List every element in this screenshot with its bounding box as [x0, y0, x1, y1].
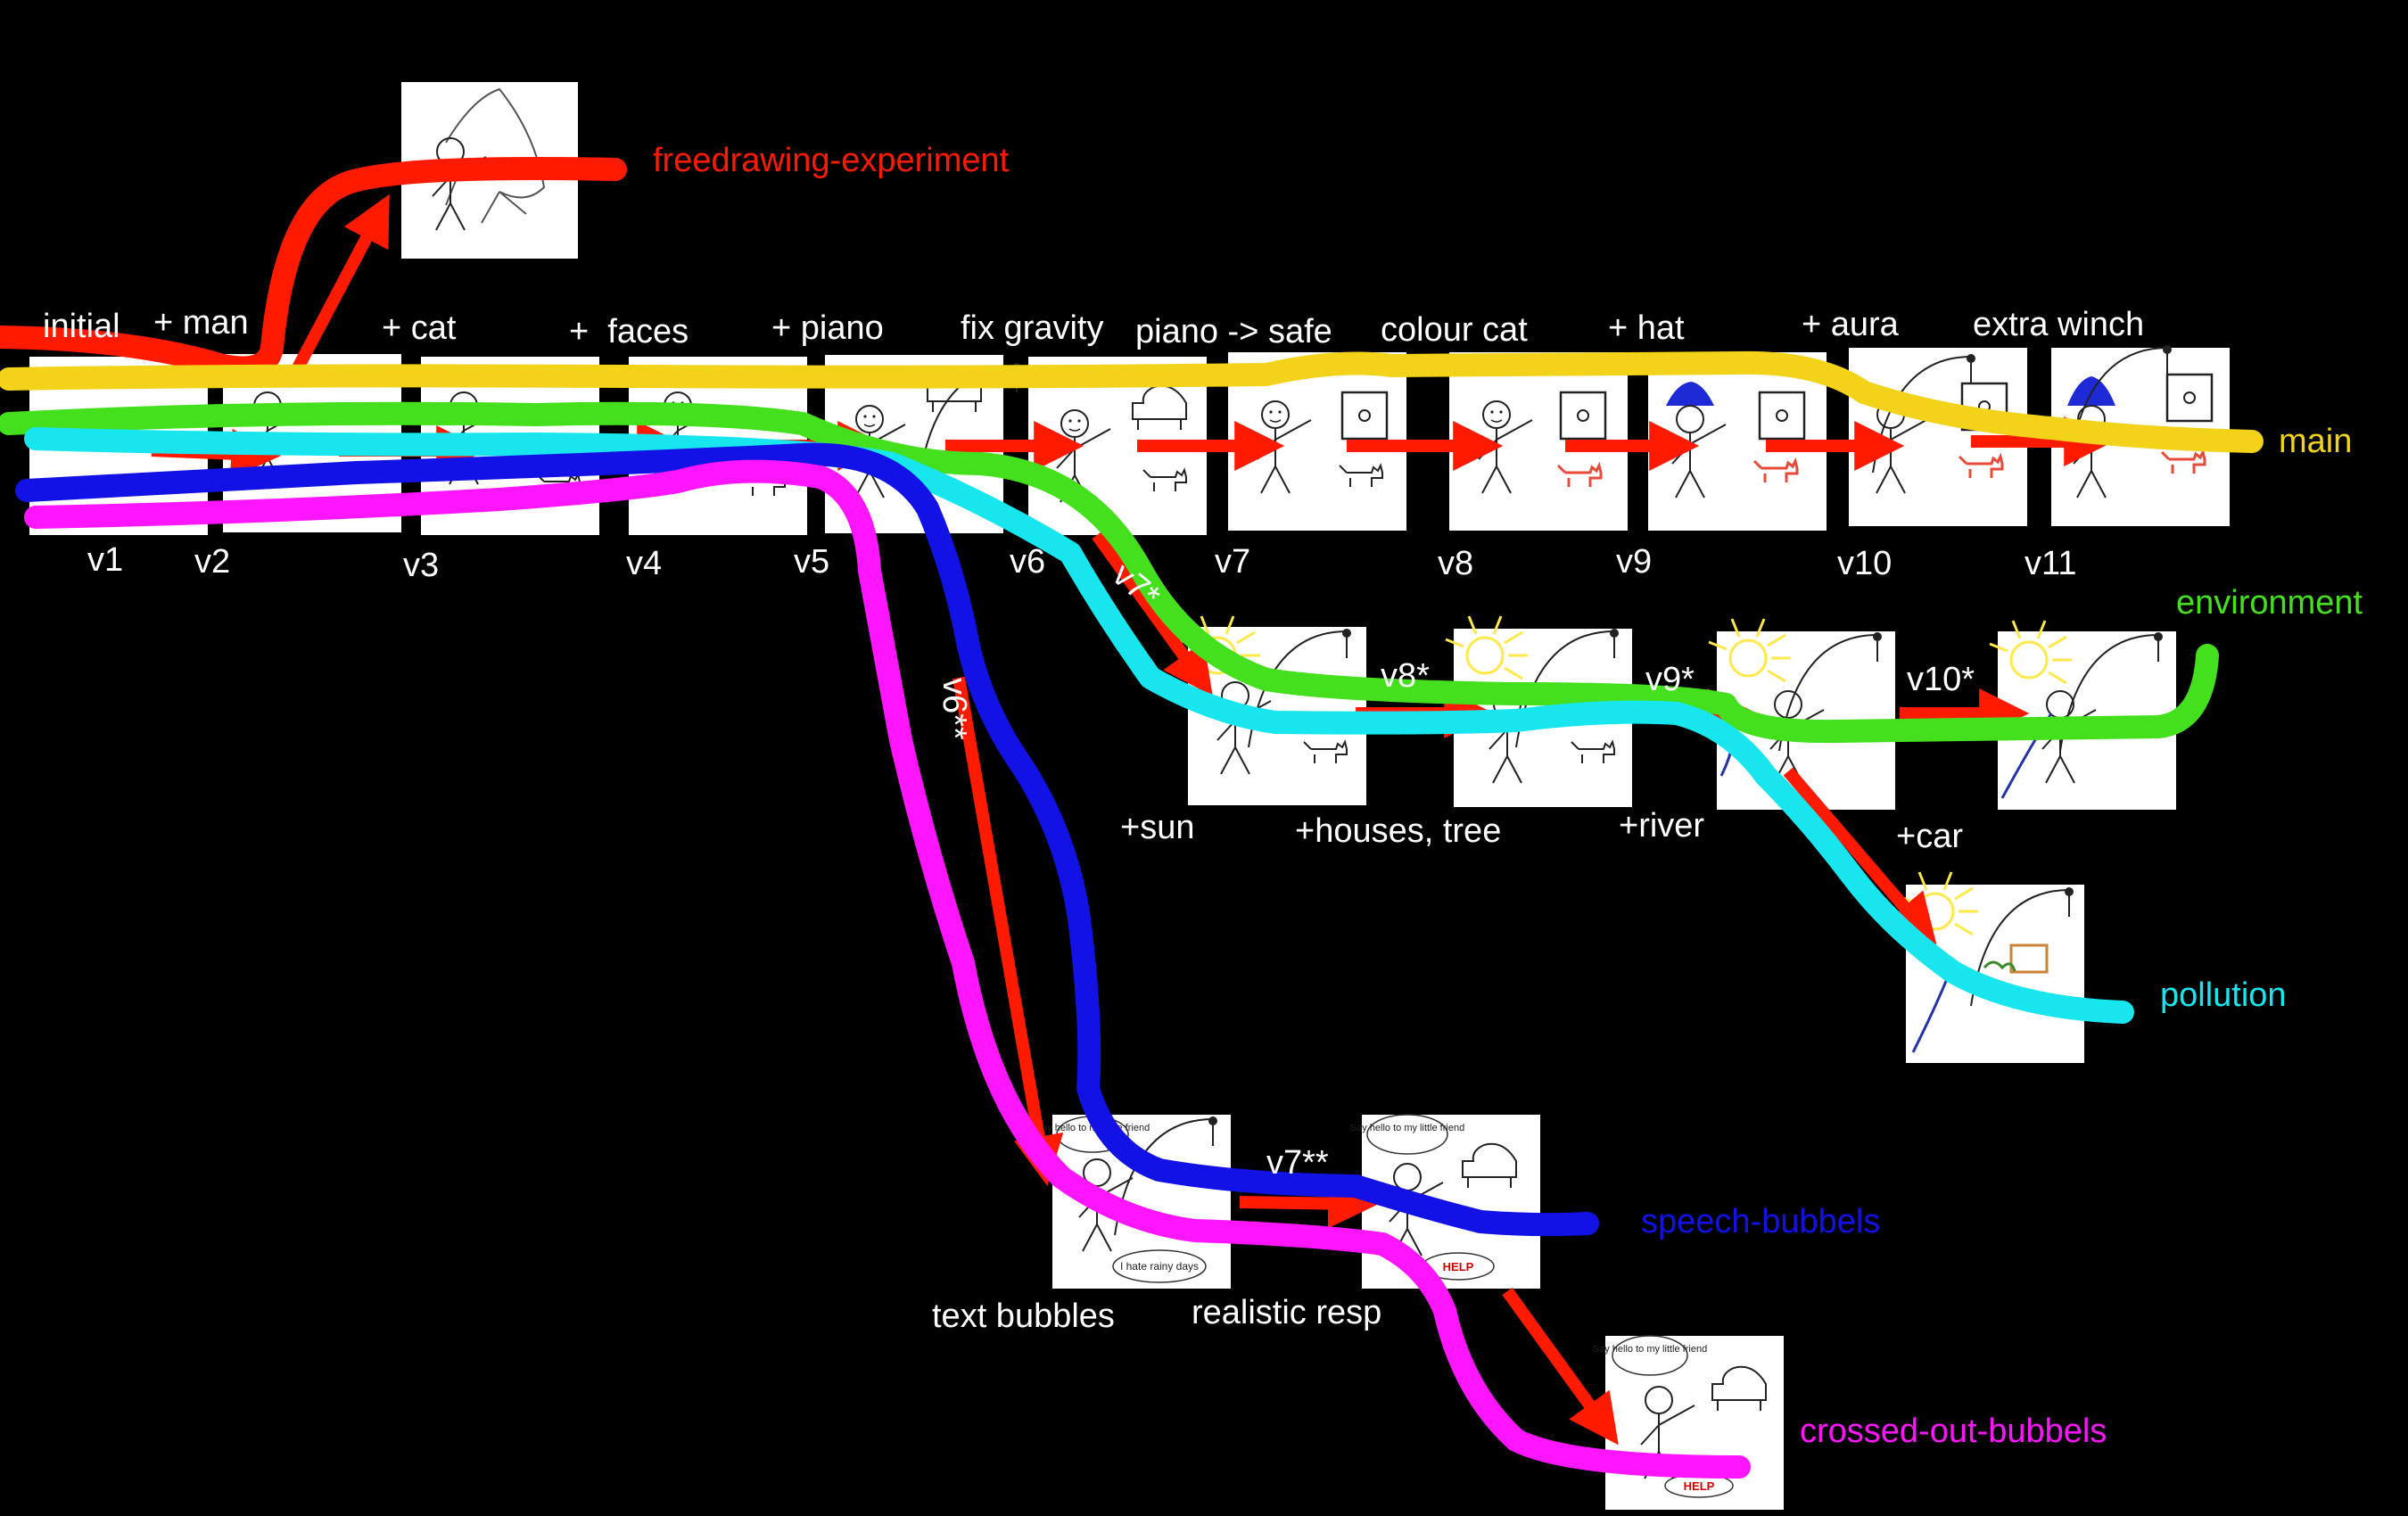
step-extra-winch: extra winch: [1973, 306, 2144, 343]
version-v10: v10: [1837, 545, 1892, 582]
tree-icon: [1983, 960, 2016, 972]
version-v10-star: v10*: [1907, 661, 1975, 698]
version-v6-doublestar: v6**: [936, 678, 973, 740]
version-v1: v1: [87, 541, 123, 579]
step-fix-gravity: fix gravity: [961, 309, 1103, 347]
version-v9: v9: [1616, 543, 1652, 581]
version-v7-doublestar: v7**: [1266, 1144, 1329, 1182]
crossed-line: [24, 459, 1751, 1479]
version-v4: v4: [626, 545, 662, 582]
step-houses-tree: +houses, tree: [1295, 812, 1501, 850]
label-crossed: crossed-out-bubbels: [1800, 1413, 2107, 1450]
branch-labels: freedrawing-experiment main environment …: [653, 142, 2363, 1450]
label-freedrawing: freedrawing-experiment: [653, 142, 1010, 179]
step-cat: + cat: [382, 309, 457, 347]
label-pollution: pollution: [2160, 976, 2287, 1014]
label-main: main: [2279, 423, 2352, 460]
bubble-help-2: HELP: [1684, 1479, 1715, 1493]
step-aura: + aura: [1802, 306, 1900, 343]
label-environment: environment: [2176, 584, 2363, 622]
step-labels: initial + man + cat + faces + piano fix …: [43, 304, 2144, 1335]
version-v7: v7: [1215, 543, 1250, 581]
version-v5: v5: [794, 543, 829, 581]
pollution-line: [24, 427, 2134, 1024]
step-realistic-resp: realistic resp: [1192, 1294, 1381, 1331]
environment-line: [0, 401, 2219, 744]
version-v6: v6: [1010, 543, 1045, 581]
step-faces: + faces: [569, 313, 689, 350]
branch-strokes: [0, 157, 2264, 1479]
version-v9-star: v9*: [1645, 661, 1695, 698]
bubble-hate-rain: I hate rainy days: [1120, 1260, 1199, 1273]
step-man: + man: [153, 304, 249, 342]
version-v8-star: v8*: [1381, 657, 1430, 695]
label-speech: speech-bubbels: [1641, 1203, 1880, 1240]
step-text-bubbles: text bubbles: [932, 1298, 1115, 1335]
pollution-thumbnail[interactable]: [1894, 870, 2084, 1063]
version-v3: v3: [403, 547, 439, 584]
step-river: +river: [1619, 807, 1704, 845]
bubble-say-hello-3: Say hello to my little friend: [1593, 1344, 1707, 1355]
step-piano-safe: piano -> safe: [1135, 313, 1332, 350]
bubble-help: HELP: [1443, 1260, 1474, 1273]
bubble-say-hello-2: Say hello to my little friend: [1350, 1123, 1464, 1133]
main-line: [0, 350, 2264, 453]
version-v2: v2: [194, 543, 230, 581]
speech-line: [15, 442, 1599, 1237]
hat-icon: [1666, 382, 1714, 406]
step-initial: initial: [43, 308, 120, 345]
step-car: +car: [1896, 818, 1963, 855]
thumb-crossed-out[interactable]: [1605, 1336, 1784, 1510]
step-hat: + hat: [1608, 309, 1685, 347]
step-piano: + piano: [771, 309, 884, 347]
car-icon: [2009, 943, 2049, 974]
freedrawing-line: [0, 157, 627, 380]
version-v8: v8: [1438, 545, 1473, 582]
step-colour-cat: colour cat: [1381, 311, 1528, 349]
version-v11: v11: [2025, 545, 2076, 582]
step-sun: +sun: [1120, 809, 1194, 846]
